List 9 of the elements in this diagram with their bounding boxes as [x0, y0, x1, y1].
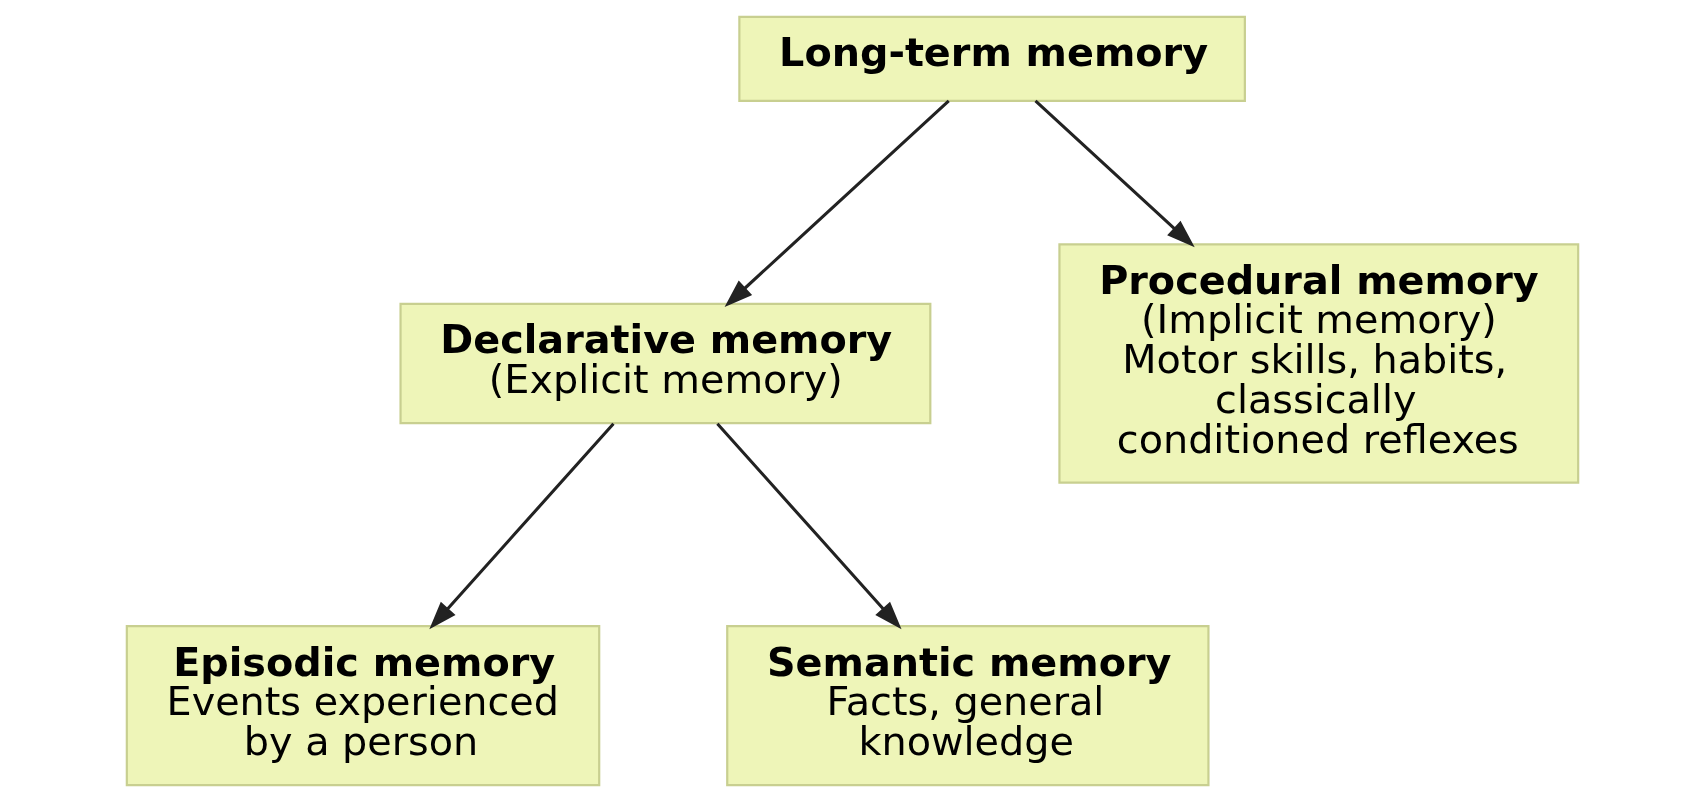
node-box: Procedural memory (Implicit memory) Motor skills, habits, classically conditioned reflexes — [1057, 243, 1579, 484]
node-box: Declarative memory (Explicit memory) — [398, 302, 931, 425]
arrow — [724, 99, 950, 307]
arrow — [1033, 99, 1195, 248]
node-box: Long-term memory — [737, 15, 1246, 102]
node-box: Episodic memory Events experienced by a person — [125, 625, 600, 787]
node-box: Semantic memory Facts, general knowledge — [725, 625, 1210, 787]
arrow — [428, 422, 615, 630]
arrow — [715, 422, 902, 630]
